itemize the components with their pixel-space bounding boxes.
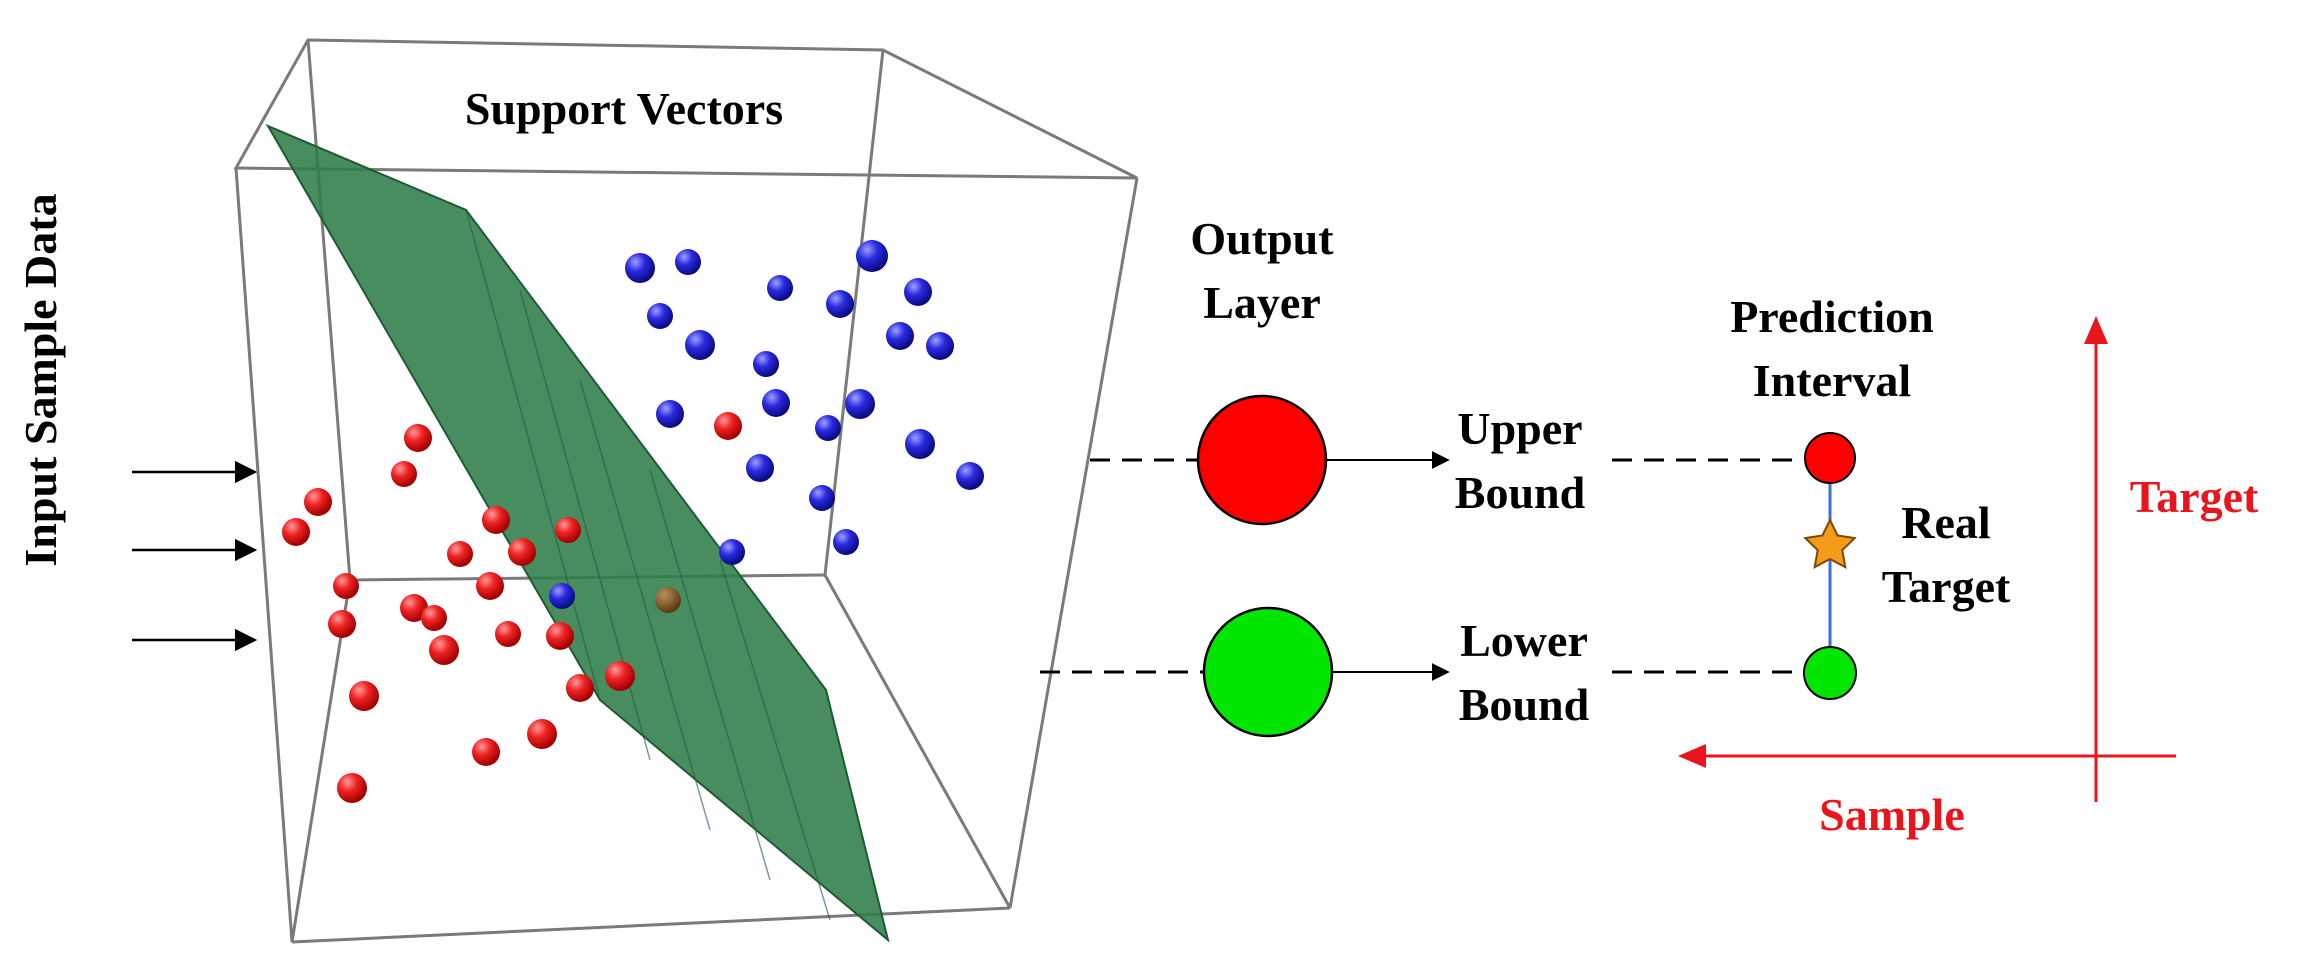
blue-data-point: [746, 454, 774, 482]
blue-data-point: [762, 389, 790, 417]
red-data-point: [391, 461, 417, 487]
red-data-point: [404, 424, 432, 452]
sample-axis-arrowhead: [1678, 744, 1706, 768]
blue-data-point: [675, 249, 701, 275]
blue-data-point: [833, 529, 859, 555]
upper-output-node: [1196, 394, 1328, 526]
blue-data-point: [845, 389, 875, 419]
red-data-point: [421, 605, 447, 631]
red-data-point: [333, 573, 359, 599]
blue-data-point: [719, 539, 745, 565]
brown-data-point: [655, 587, 681, 613]
upper-bound-label-line2: Bound: [1455, 467, 1586, 518]
output-layer-label-line1: Output: [1190, 213, 1334, 264]
red-data-point: [400, 594, 428, 622]
blue-data-point: [926, 332, 954, 360]
red-data-point: [282, 518, 310, 546]
upper-bound-point: [1804, 432, 1856, 484]
red-data-point: [566, 674, 594, 702]
blue-data-point: [753, 351, 779, 377]
target-axis-arrowhead: [2084, 316, 2108, 344]
blue-data-point: [809, 485, 835, 511]
red-data-point: [328, 610, 356, 638]
input-arrows: [132, 460, 258, 652]
red-data-point: [605, 661, 635, 691]
red-data-point: [714, 412, 742, 440]
sample-axis-label: Sample: [1819, 789, 1965, 840]
lower-bound-point: [1803, 646, 1857, 700]
lower-output-node: [1202, 606, 1334, 738]
blue-data-point: [886, 322, 914, 350]
blue-data-point: [549, 583, 575, 609]
blue-data-point: [904, 278, 932, 306]
prediction-interval-label-line1: Prediction: [1730, 291, 1934, 342]
blue-data-point: [905, 429, 935, 459]
blue-data-point: [956, 462, 984, 490]
lower-bound-label-line2: Bound: [1459, 679, 1590, 730]
blue-data-point: [625, 253, 655, 283]
red-data-point: [447, 541, 473, 567]
real-target-label-line1: Real: [1901, 497, 1990, 548]
target-sample-axes: [1678, 316, 2176, 802]
lower-bound-label-line1: Lower: [1460, 615, 1588, 666]
blue-data-point: [767, 275, 793, 301]
blue-data-point: [685, 330, 715, 360]
red-data-point: [429, 635, 459, 665]
blue-data-point: [815, 415, 841, 441]
real-target-star-icon: [1803, 517, 1857, 569]
red-data-point: [527, 719, 557, 749]
blue-data-point: [826, 290, 854, 318]
red-data-point: [349, 681, 379, 711]
blue-data-point: [647, 303, 673, 329]
red-data-point: [546, 622, 574, 650]
support-vectors-label: Support Vectors: [465, 83, 783, 134]
red-data-point: [472, 738, 500, 766]
class-b-points: [549, 240, 984, 609]
blue-data-point: [856, 240, 888, 272]
red-data-point: [555, 517, 581, 543]
red-data-point: [482, 506, 510, 534]
input-sample-data-label: Input Sample Data: [15, 193, 66, 566]
upper-bound-label-line1: Upper: [1457, 403, 1582, 454]
feature-space-cube: [233, 38, 1139, 944]
red-data-point: [508, 538, 536, 566]
blue-data-point: [656, 400, 684, 428]
red-data-point: [304, 488, 332, 516]
output-layer-label-line2: Layer: [1203, 277, 1321, 328]
class-a-points: [282, 412, 742, 803]
red-data-point: [337, 773, 367, 803]
red-data-point: [476, 572, 504, 600]
red-data-point: [495, 621, 521, 647]
target-axis-label: Target: [2130, 471, 2259, 522]
real-target-label-line2: Target: [1882, 561, 2011, 612]
prediction-interval-label-line2: Interval: [1753, 355, 1911, 406]
